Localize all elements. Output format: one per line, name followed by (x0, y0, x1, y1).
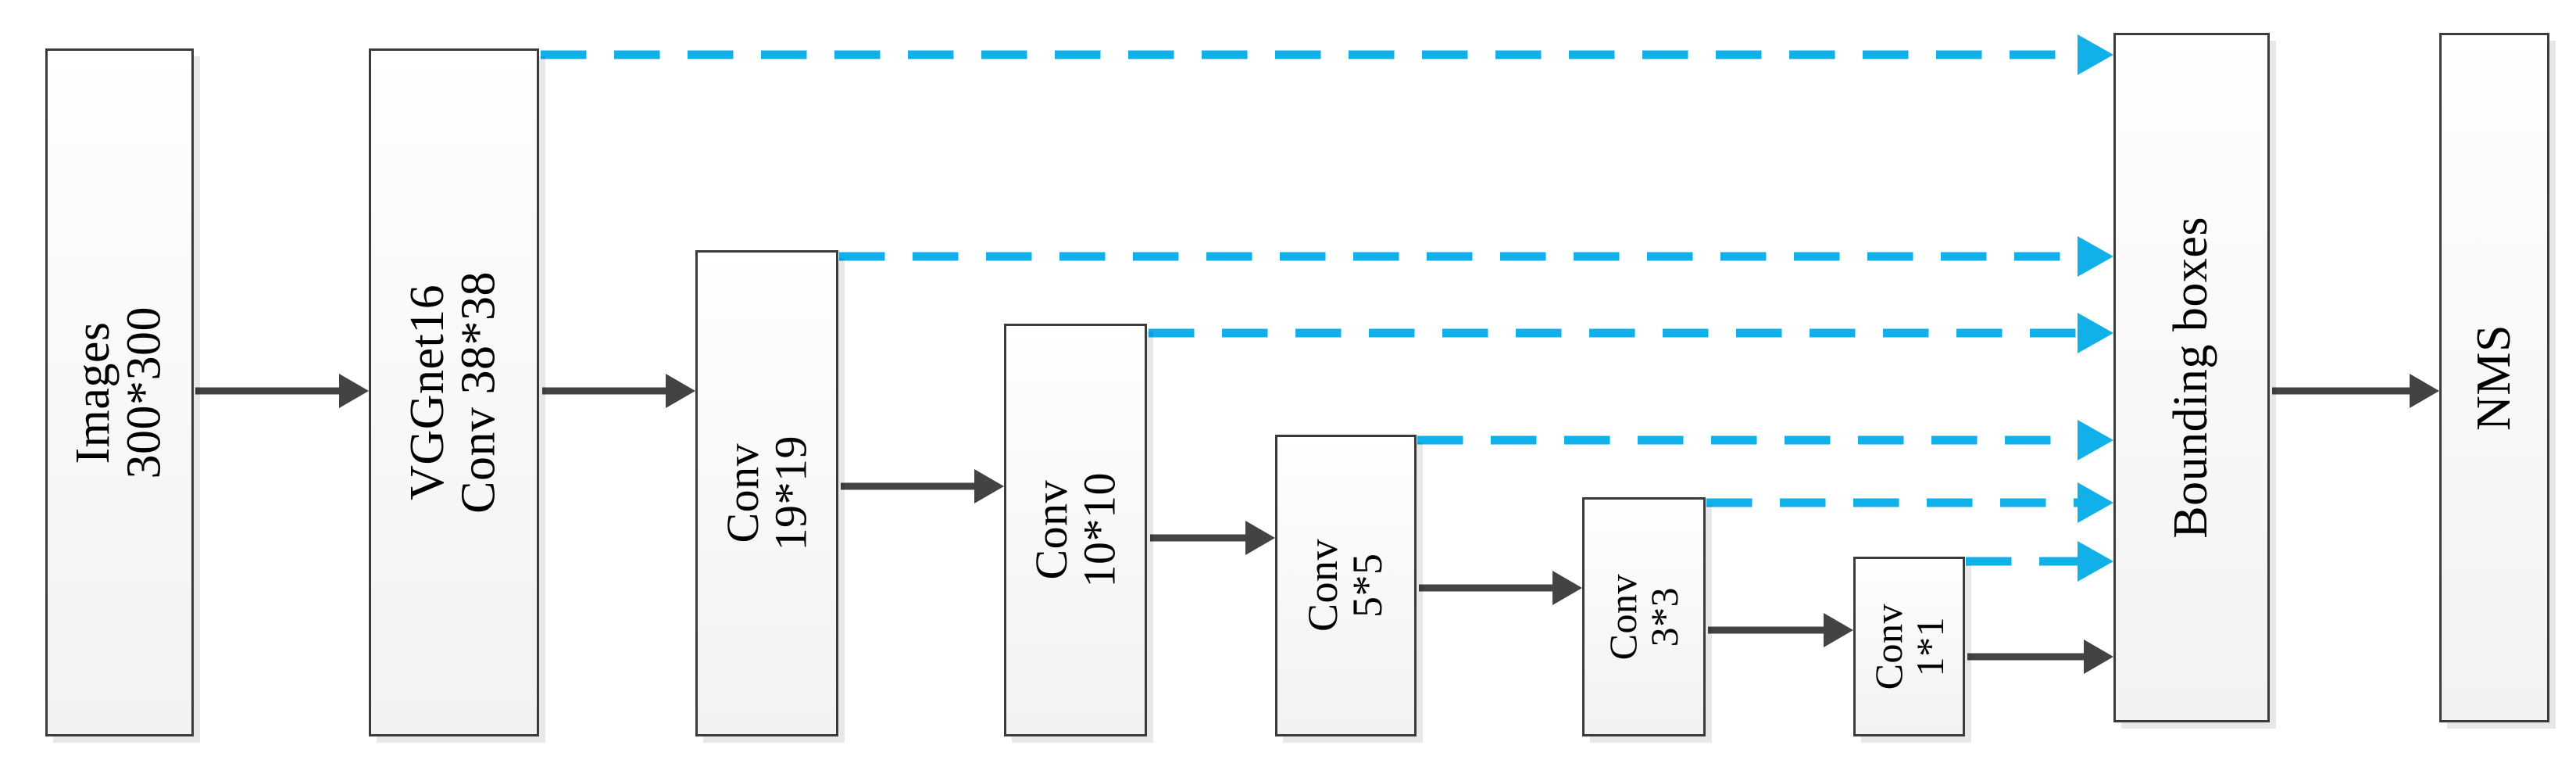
node-boundingboxes[interactable]: Bounding boxes (2113, 33, 2270, 722)
solid-arrow-head-icon (1552, 571, 1582, 605)
dashed-arrow-head-icon (2078, 236, 2113, 277)
dashed-arrow-head-icon (2078, 34, 2113, 75)
dashed-arrow-shaft (1417, 435, 2078, 445)
node-conv10[interactable]: Conv 10*10 (1004, 324, 1147, 736)
dashed-arrow-shaft (541, 50, 2078, 59)
dashed-arrow-head-icon (2078, 482, 2113, 523)
node-label-conv3: Conv 3*3 (1601, 573, 1686, 661)
node-conv1[interactable]: Conv 1*1 (1853, 557, 1965, 736)
dashed-arrow-shaft (1706, 498, 2078, 507)
node-vggnet16[interactable]: VGGnet16 Conv 38*38 (369, 48, 539, 736)
node-label-conv5: Conv 5*5 (1299, 539, 1392, 632)
solid-arrow-shaft (1150, 534, 1247, 542)
solid-arrow-shaft (1967, 653, 2085, 661)
solid-arrow-head-icon (1824, 613, 1853, 647)
node-conv5[interactable]: Conv 5*5 (1275, 435, 1417, 736)
node-label-conv19: Conv 19*19 (717, 435, 816, 551)
dashed-arrow-head-icon (2078, 420, 2113, 460)
solid-arrow-head-icon (2410, 374, 2439, 408)
solid-arrow-shaft (195, 387, 341, 395)
node-images[interactable]: Images 300*300 (45, 48, 194, 736)
solid-arrow-shaft (2272, 387, 2411, 395)
dashed-arrow-shaft (1966, 557, 2078, 566)
node-label-images: Images 300*300 (66, 306, 171, 479)
solid-arrow-head-icon (339, 374, 369, 408)
node-conv3[interactable]: Conv 3*3 (1582, 497, 1706, 736)
solid-arrow-shaft (1708, 626, 1825, 634)
dashed-arrow-head-icon (2078, 313, 2113, 353)
node-label-vggnet16: VGGnet16 Conv 38*38 (401, 271, 506, 514)
node-label-conv10: Conv 10*10 (1026, 472, 1125, 588)
node-conv19[interactable]: Conv 19*19 (695, 250, 838, 736)
node-nms[interactable]: NMS (2439, 33, 2549, 722)
node-label-conv1: Conv 1*1 (1866, 603, 1952, 690)
solid-arrow-head-icon (2084, 640, 2113, 674)
dashed-arrow-shaft (839, 252, 2078, 261)
solid-arrow-shaft (542, 387, 667, 395)
solid-arrow-shaft (1419, 584, 1554, 592)
dashed-arrow-head-icon (2078, 541, 2113, 582)
solid-arrow-head-icon (666, 374, 695, 408)
node-label-boundingboxes: Bounding boxes (2164, 217, 2218, 539)
node-label-nms: NMS (2467, 324, 2521, 431)
solid-arrow-shaft (841, 482, 976, 490)
solid-arrow-head-icon (974, 469, 1004, 503)
solid-arrow-head-icon (1245, 521, 1275, 555)
dashed-arrow-shaft (1149, 328, 2078, 338)
